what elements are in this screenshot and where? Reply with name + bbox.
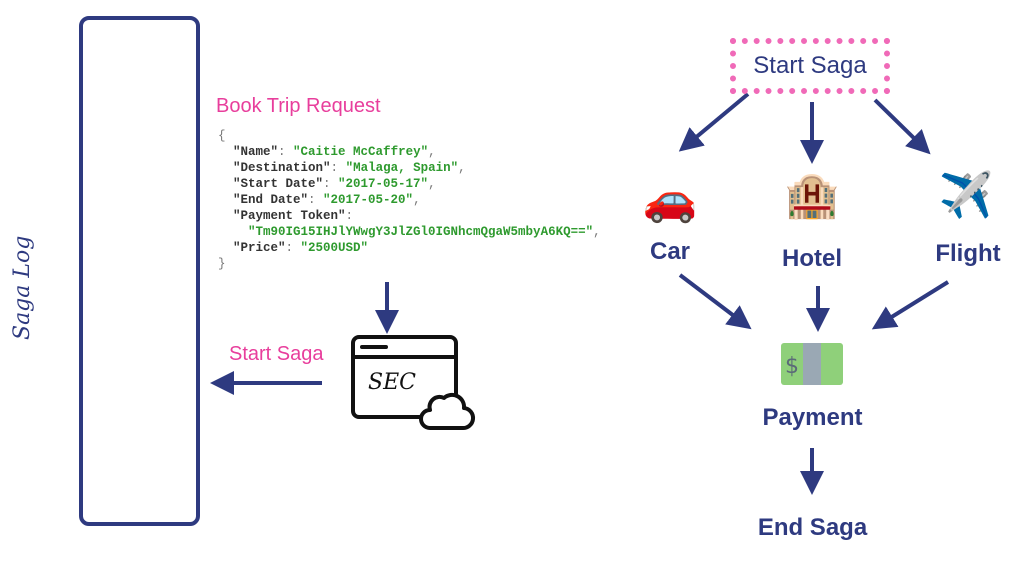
request-json: { "Name": "Caitie McCaffrey", "Destinati… bbox=[218, 129, 601, 271]
json-value: "Tm90IG15IHJlYWwgY3JlZGl0IGNhcmQgaW5mbyA… bbox=[248, 225, 594, 239]
arrow-flight-to-payment bbox=[871, 280, 950, 330]
flight-icon: ✈️ bbox=[938, 170, 994, 221]
start-saga-label: Start Saga bbox=[229, 343, 324, 365]
json-value: "Malaga, Spain" bbox=[345, 161, 459, 175]
end-saga-node: End Saga bbox=[757, 514, 868, 541]
car-node: Car bbox=[649, 238, 691, 265]
json-key: "Name" bbox=[233, 145, 279, 159]
arrow-car-to-payment bbox=[678, 273, 752, 330]
arrow-start-to-flight bbox=[873, 98, 931, 155]
json-value: "2500USD" bbox=[300, 241, 369, 255]
json-key: "Destination" bbox=[233, 161, 331, 175]
sec-label: SEC bbox=[368, 370, 416, 395]
svg-text:$: $ bbox=[785, 354, 799, 379]
json-key: "Payment Token" bbox=[233, 209, 346, 223]
json-value: "2017-05-17" bbox=[338, 177, 429, 191]
cloud-icon bbox=[419, 392, 475, 431]
request-title: Book Trip Request bbox=[216, 95, 381, 117]
hotel-icon: 🏨 bbox=[784, 170, 840, 221]
arrow-start-to-car bbox=[678, 92, 750, 152]
payment-node: Payment bbox=[762, 404, 863, 431]
payment-icon: $ bbox=[781, 343, 843, 385]
start-saga-text: Start Saga bbox=[753, 52, 867, 79]
car-icon: 🚗 bbox=[642, 174, 698, 225]
json-key: "Start Date" bbox=[233, 177, 324, 191]
start-saga-node: Start Saga bbox=[730, 38, 890, 94]
json-key: "End Date" bbox=[233, 193, 309, 207]
json-value: "Caitie McCaffrey" bbox=[293, 145, 429, 159]
flight-node: Flight bbox=[935, 240, 1001, 267]
json-key: "Price" bbox=[233, 241, 286, 255]
saga-log-box bbox=[79, 16, 200, 526]
sec-window-icon bbox=[351, 335, 458, 419]
hotel-node: Hotel bbox=[782, 245, 842, 272]
json-value: "2017-05-20" bbox=[323, 193, 414, 207]
